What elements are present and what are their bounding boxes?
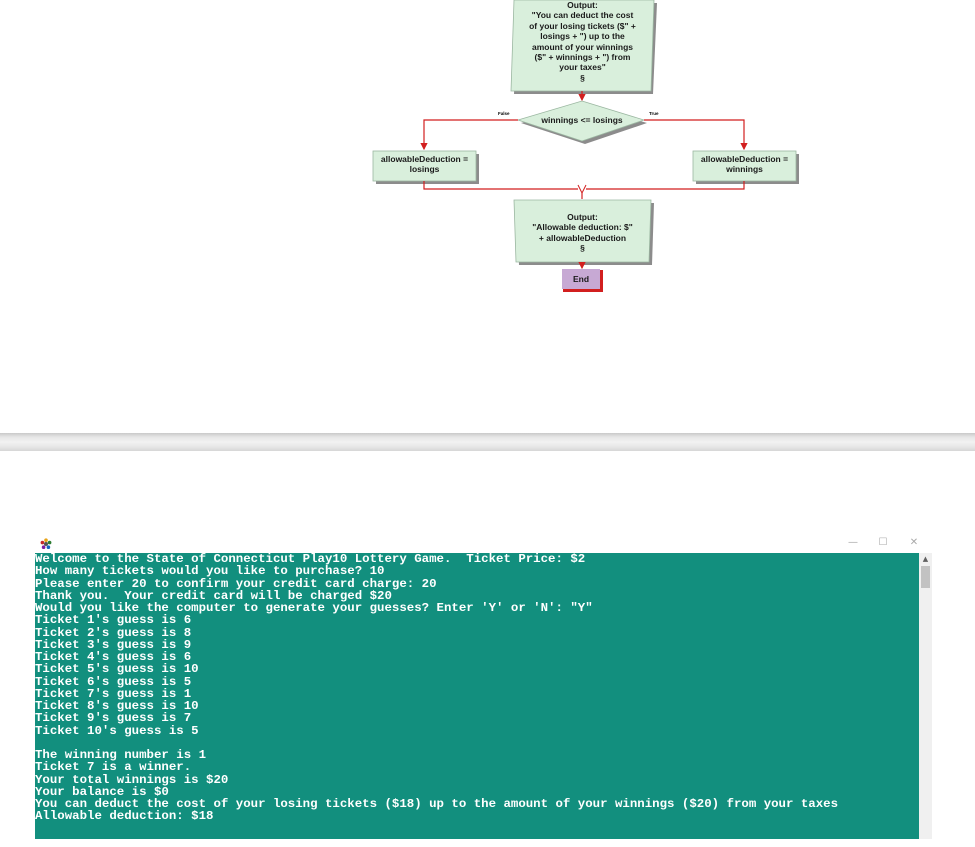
output1-line: of your losing tickets ($" + [529, 20, 636, 31]
arrow-false-branch [420, 119, 518, 151]
pane-divider[interactable] [0, 433, 975, 451]
output1-text: Output: "You can deduct the cost of your… [514, 0, 651, 83]
output2-shape [513, 199, 652, 263]
console-window: — ☐ ✕ Welcome to the State of Connecticu… [35, 535, 932, 839]
console-line: How many tickets would you like to purch… [35, 564, 385, 579]
console-line: Welcome to the State of Connecticut Play… [35, 553, 586, 566]
console-line: Ticket 4's guess is 6 [35, 650, 192, 664]
flowchart-shapes [372, 0, 799, 292]
console-line: The winning number is 1 [35, 748, 207, 762]
console-line: Please enter 20 to confirm your credit c… [35, 576, 437, 591]
output2-heading: Output: [567, 212, 598, 222]
end-shape [562, 269, 600, 289]
console-line: Ticket 5's guess is 10 [35, 662, 199, 677]
close-button[interactable]: ✕ [909, 537, 919, 548]
output2-line: "Allowable deduction: $" [532, 222, 633, 233]
console-line: Ticket 7 is a winner. [35, 760, 192, 775]
console-line: Ticket 7's guess is 1 [35, 686, 192, 701]
arrow-true-branch [644, 119, 748, 151]
decision-false-label: False [498, 111, 510, 116]
console-line: Ticket 3's guess is 9 [35, 637, 192, 652]
console-scrollbar[interactable]: ▲ [919, 553, 932, 839]
console-output-area[interactable]: Welcome to the State of Connecticut Play… [35, 553, 919, 839]
process-false-text: allowableDeduction = losings [373, 154, 476, 175]
console-line: Would you like the computer to generate … [35, 601, 593, 615]
output1-heading: Output: [567, 0, 598, 10]
process-true-line: allowableDeduction = [700, 154, 789, 164]
console-line: Your balance is $0 [35, 784, 169, 799]
output2-line: + allowableDeduction [538, 232, 627, 243]
scrollbar-thumb[interactable] [921, 566, 930, 588]
console-titlebar[interactable]: — ☐ ✕ [35, 535, 932, 553]
console-line: Ticket 9's guess is 7 [35, 711, 192, 726]
app-icon [40, 538, 52, 549]
process-true-shape [692, 150, 797, 182]
maximize-button[interactable]: ☐ [878, 537, 888, 548]
console-line: Ticket 10's guess is 5 [35, 723, 199, 738]
console-line: Ticket 1's guess is 6 [35, 613, 192, 628]
console-line: Thank you. Your credit card will be char… [35, 588, 392, 603]
process-false-shape [372, 150, 477, 182]
console-text: Welcome to the State of Connecticut Play… [35, 553, 919, 823]
minimize-button[interactable]: — [848, 537, 858, 548]
process-true-line: winnings [726, 164, 763, 175]
console-line: Ticket 2's guess is 8 [35, 625, 192, 640]
scroll-up-arrow-icon[interactable]: ▲ [922, 555, 929, 563]
output2-text: Output: "Allowable deduction: $" + allow… [514, 212, 651, 254]
console-line: You can deduct the cost of your losing t… [35, 797, 839, 811]
flowchart: Output: "You can deduct the cost of your… [372, 0, 799, 292]
console-line: Your total winnings is $20 [35, 772, 229, 787]
merge-line-right [586, 181, 745, 190]
output1-line: losings + ") up to the [540, 31, 625, 42]
process-true-text: allowableDeduction = winnings [693, 154, 796, 175]
console-line: Ticket 8's guess is 10 [35, 699, 199, 713]
decision-true-label: True [649, 111, 659, 116]
output1-line: ($" + winnings + ") from [534, 52, 631, 63]
output1-line: "You can deduct the cost [531, 10, 634, 21]
output2-symbol: § [580, 243, 585, 254]
process-false-line: losings [409, 164, 440, 175]
output1-shape [510, 0, 655, 92]
output1-line: your taxes" [559, 62, 606, 73]
process-false-line: allowableDeduction = [380, 154, 469, 164]
decision-condition: winnings <= losings [541, 115, 623, 125]
merge-line-left [423, 181, 578, 190]
end-label: End [572, 274, 590, 284]
merge-junction [577, 184, 587, 195]
console-line: Allowable deduction: $18 [35, 809, 214, 824]
console-line: Ticket 6's guess is 5 [35, 674, 192, 689]
output1-symbol: § [580, 72, 585, 83]
output1-line: amount of your winnings [531, 41, 634, 52]
decision-shape [516, 100, 646, 142]
